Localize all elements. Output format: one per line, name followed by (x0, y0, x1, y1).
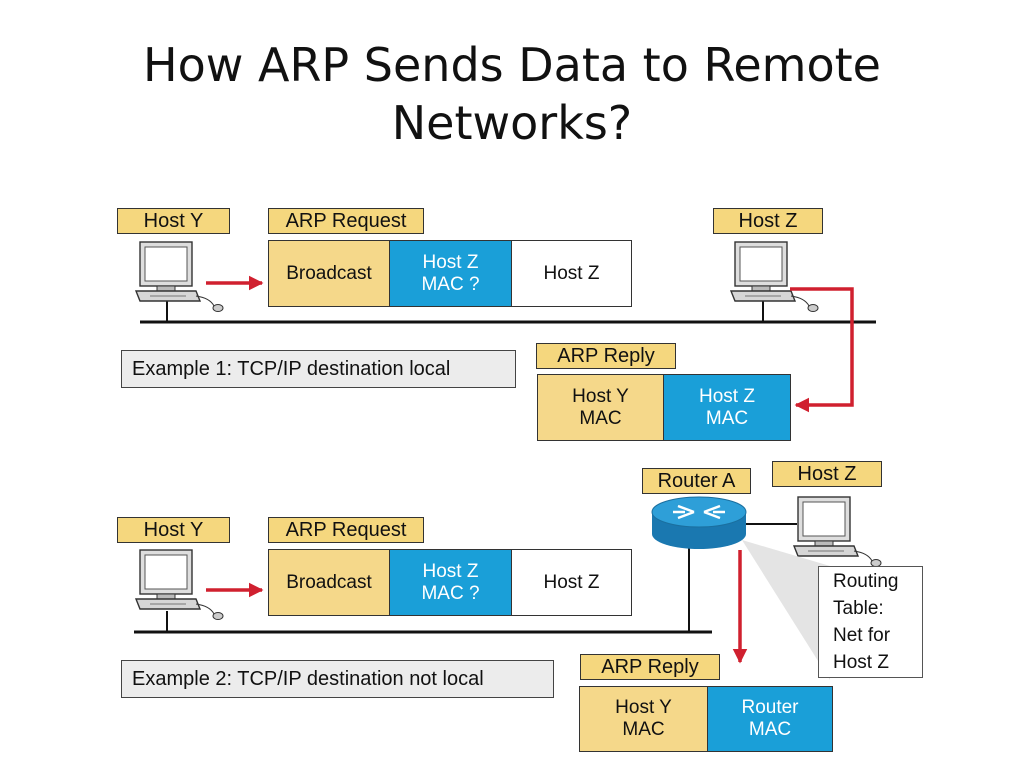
example-2-network (134, 496, 882, 680)
host-z-label: Host Z (772, 461, 882, 487)
desktop-computer-icon (135, 241, 224, 313)
desktop-computer-icon (793, 496, 882, 568)
router-a-label: Router A (642, 468, 751, 494)
desktop-computer-icon (730, 241, 819, 313)
broadcast-cell: Broadcast (268, 549, 390, 616)
arp-request-label: ARP Request (268, 208, 424, 234)
routing-table-callout: Routing Table: Net for Host Z (818, 566, 923, 678)
title-line-2: Networks? (391, 96, 633, 150)
router-icon (651, 496, 747, 549)
arp-reply-label: ARP Reply (580, 654, 720, 680)
host-z-label: Host Z (713, 208, 823, 234)
target-host-cell: Host Z (511, 549, 632, 616)
example-1-caption: Example 1: TCP/IP destination local (121, 350, 516, 388)
slide-title: How ARP Sends Data to Remote Networks? (0, 36, 1024, 152)
reply-arrow (790, 287, 854, 413)
title-line-1: How ARP Sends Data to Remote (143, 38, 881, 92)
broadcast-cell: Broadcast (268, 240, 390, 307)
desktop-computer-icon (135, 549, 224, 621)
arp-request-label: ARP Request (268, 517, 424, 543)
example-2-caption: Example 2: TCP/IP destination not local (121, 660, 554, 698)
target-host-cell: Host Z (511, 240, 632, 307)
example-1-network (135, 241, 876, 413)
host-y-label: Host Y (117, 208, 230, 234)
host-y-label: Host Y (117, 517, 230, 543)
arp-reply-label: ARP Reply (536, 343, 676, 369)
routing-table-callout-shadow (742, 540, 830, 680)
